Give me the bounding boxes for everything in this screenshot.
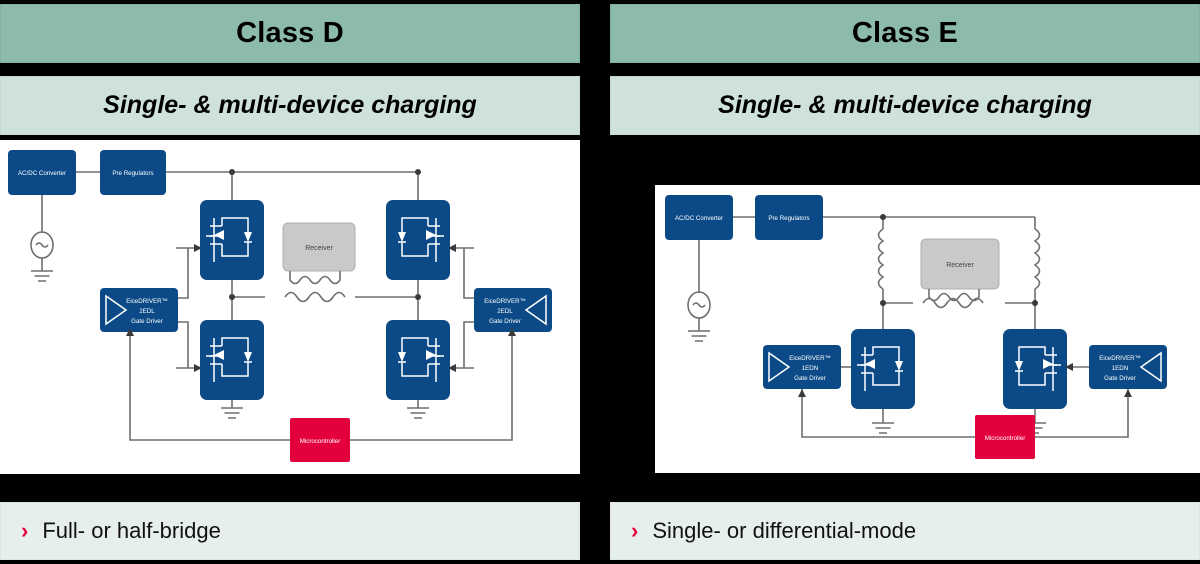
class-d-schematic: AC/DC Converter Pre Regulators [8, 150, 552, 462]
microcontroller-label-e: Microcontroller [985, 435, 1026, 442]
mosfet-bottom-left [200, 320, 264, 400]
class-d-subtitle-text: Single- & multi-device charging [103, 91, 477, 119]
gate-driver-left: EiceDRIVER™ 2EDL Gate Driver [100, 288, 178, 332]
class-d-header: Class D [0, 4, 580, 63]
driver-brand-left: EiceDRIVER™ [126, 298, 168, 305]
acdc-converter-label-e: AC/DC Converter [675, 215, 723, 222]
driver-type-right-e: Gate Driver [1104, 375, 1136, 382]
driver-brand-right-e: EiceDRIVER™ [1099, 355, 1141, 362]
chevron-icon-e: › [631, 518, 639, 543]
driver-brand-left-e: EiceDRIVER™ [789, 355, 831, 362]
pre-regulators-block [100, 150, 166, 195]
class-e-circuit-canvas: Receiver AC/DC Converter Pre Regulators [655, 185, 1200, 473]
class-e-subtitle-text: Single- & multi-device charging [718, 91, 1092, 119]
mosfet-left-e [851, 329, 915, 409]
driver-brand-right: EiceDRIVER™ [484, 298, 526, 305]
microcontroller-label: Microcontroller [300, 438, 341, 445]
panel-class-e: Class E Single- & multi-device charging [610, 0, 1200, 564]
driver-part-right: 2EDL [497, 308, 513, 315]
chevron-icon: › [21, 518, 29, 543]
class-d-footer: › Full- or half-bridge [0, 502, 580, 560]
driver-part-left: 2EDL [139, 308, 155, 315]
driver-type-left: Gate Driver [131, 318, 163, 325]
receiver-block-e: Receiver [920, 238, 1000, 309]
class-e-header-title: Class E [851, 17, 959, 49]
pre-regulators-block-e [755, 195, 823, 240]
acdc-converter-block [8, 150, 76, 195]
acdc-converter-label: AC/DC Converter [18, 170, 66, 177]
class-e-footer-text: Single- or differential-mode [652, 518, 917, 543]
receiver-label: Receiver [305, 245, 333, 252]
class-d-footer-text: Full- or half-bridge [42, 518, 221, 543]
receiver-label-e: Receiver [946, 262, 974, 269]
gate-driver-right: EiceDRIVER™ 2EDL Gate Driver [474, 288, 552, 332]
driver-part-right-e: 1EDN [1112, 365, 1129, 372]
driver-type-left-e: Gate Driver [794, 375, 826, 382]
gate-driver-left-e: EiceDRIVER™ 1EDN Gate Driver [763, 345, 841, 389]
class-d-circuit-canvas: AC/DC Converter Pre Regulators [0, 140, 580, 474]
mosfet-top-right [386, 200, 450, 280]
mosfet-bottom-right [386, 320, 450, 400]
driver-part-left-e: 1EDN [802, 365, 819, 372]
acdc-converter-block-e [665, 195, 733, 240]
class-d-subtitle-bar: Single- & multi-device charging [0, 76, 580, 135]
panel-class-d: Class D Single- & multi-device charging [0, 0, 580, 564]
gate-driver-right-e: EiceDRIVER™ 1EDN Gate Driver [1089, 345, 1167, 389]
class-e-footer: › Single- or differential-mode [610, 502, 1200, 560]
class-e-subtitle-bar: Single- & multi-device charging [610, 76, 1200, 135]
driver-type-right: Gate Driver [489, 318, 521, 325]
microcontroller-block: Microcontroller [290, 418, 350, 462]
class-e-header: Class E [610, 4, 1200, 63]
mosfet-top-left [200, 200, 264, 280]
mosfet-right-e [1003, 329, 1067, 409]
pre-regulators-label: Pre Regulators [112, 170, 153, 177]
microcontroller-block-e: Microcontroller [975, 415, 1035, 459]
receiver-block: Receiver [282, 222, 356, 303]
class-e-schematic: Receiver AC/DC Converter Pre Regulators [665, 195, 1167, 459]
class-d-header-title: Class D [236, 17, 344, 49]
pre-regulators-label-e: Pre Regulators [768, 215, 809, 222]
